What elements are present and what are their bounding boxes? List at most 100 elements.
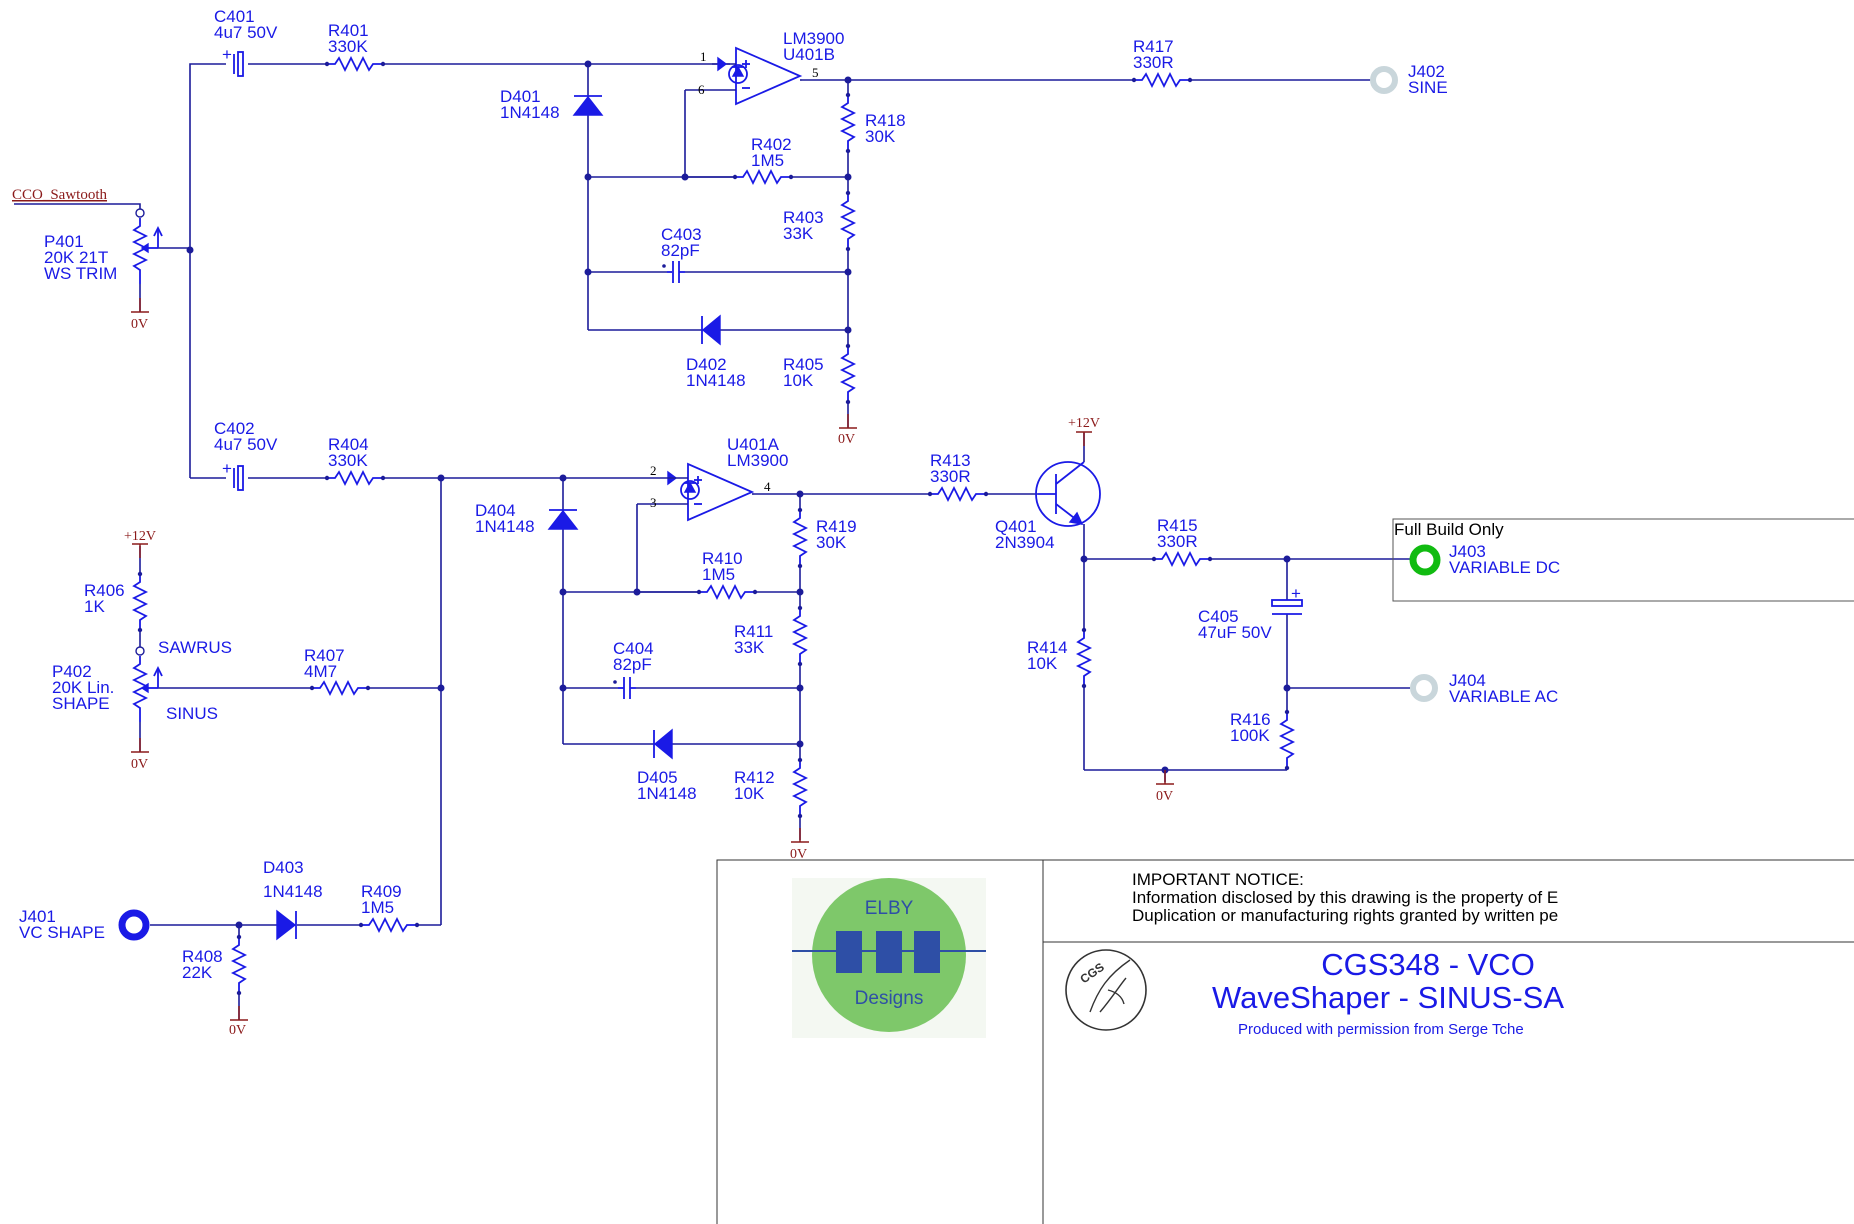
r415-value: 330R <box>1157 532 1198 551</box>
j403-ref: J403 <box>1449 542 1486 561</box>
notice-line2: Duplication or manufacturing rights gran… <box>1132 906 1558 925</box>
title-block <box>716 859 1854 1224</box>
resistor-r411 <box>793 604 807 668</box>
jack-j401[interactable] <box>118 909 150 941</box>
c402-value: 4u7 50V <box>214 435 278 454</box>
potentiometer-p401 <box>131 208 163 284</box>
label-sawrus: SAWRUS <box>158 638 232 657</box>
p401-value: 20K 21T <box>44 248 108 267</box>
r408-value: 22K <box>182 963 213 982</box>
d404-value: 1N4148 <box>475 517 535 536</box>
u401a-pin-plus: 2 <box>650 463 657 478</box>
r414-ref: R414 <box>1027 638 1068 657</box>
r405-ref: R405 <box>783 355 824 374</box>
ground-output <box>1155 769 1175 785</box>
resistor-r414 <box>1077 626 1091 690</box>
r402-ref: R402 <box>751 135 792 154</box>
gnd-label-r408: 0V <box>229 1023 246 1038</box>
vcc-r406 <box>131 543 149 559</box>
capacitor-c401: + <box>222 45 244 77</box>
svg-text:+: + <box>222 45 232 64</box>
elby-logo-bottom: Designs <box>855 988 924 1009</box>
svg-text:+: + <box>222 459 232 478</box>
r413-value: 330R <box>930 467 971 486</box>
jack-j404[interactable] <box>1410 674 1438 702</box>
j402-ref: J402 <box>1408 62 1445 81</box>
j404-ref: J404 <box>1449 671 1486 690</box>
ground-p401 <box>130 297 150 313</box>
ground-r412 <box>790 827 810 843</box>
cgs-logo <box>1065 949 1147 1031</box>
capacitor-c403 <box>662 261 685 283</box>
resistor-r413 <box>926 487 990 501</box>
u401a-value: LM3900 <box>727 451 788 470</box>
c402-ref: C402 <box>214 419 255 438</box>
r409-value: 1M5 <box>361 898 394 917</box>
r402-value: 1M5 <box>751 151 784 170</box>
u401b-pin-minus: 6 <box>698 82 705 97</box>
r410-value: 1M5 <box>702 565 735 584</box>
r403-value: 33K <box>783 224 814 243</box>
d405-value: 1N4148 <box>637 784 697 803</box>
r412-value: 10K <box>734 784 765 803</box>
r413-ref: R413 <box>930 451 971 470</box>
title-line1: CGS348 - VCO <box>1321 947 1535 982</box>
jack-j403[interactable] <box>1409 544 1441 576</box>
r406-value: 1K <box>84 597 105 616</box>
diode-d401 <box>572 95 604 116</box>
r405-value: 10K <box>783 371 814 390</box>
notice-title: IMPORTANT NOTICE: <box>1132 870 1304 889</box>
r415-ref: R415 <box>1157 516 1198 535</box>
full-build-label: Full Build Only <box>1394 520 1504 539</box>
d403-value: 1N4148 <box>263 882 323 901</box>
u401a-pin-minus: 3 <box>650 495 657 510</box>
p402-value: 20K Lin. <box>52 678 114 697</box>
d401-ref: D401 <box>500 87 541 106</box>
p401-ref: P401 <box>44 232 84 251</box>
gnd-label-output: 0V <box>1156 789 1173 804</box>
p402-ref: P402 <box>52 662 92 681</box>
jack-j402[interactable] <box>1370 66 1398 94</box>
r417-ref: R417 <box>1133 37 1174 56</box>
r407-ref: R407 <box>304 646 345 665</box>
net-cco-sawtooth: CCO_Sawtooth <box>12 187 108 203</box>
cgs-logo-text: CGS <box>1077 960 1106 986</box>
d404-ref: D404 <box>475 501 516 520</box>
capacitor-c402: + <box>222 459 244 491</box>
d402-ref: D402 <box>686 355 727 374</box>
label-sinus: SINUS <box>166 704 218 723</box>
d401-value: 1N4148 <box>500 103 560 122</box>
c405-value: 47uF 50V <box>1198 623 1272 642</box>
q401-ref: Q401 <box>995 517 1037 536</box>
top-wires <box>14 63 1410 1020</box>
c403-value: 82pF <box>661 241 700 260</box>
u401b-pin-out: 5 <box>812 65 819 80</box>
diode-d404 <box>547 509 579 530</box>
p402-extra: SHAPE <box>52 694 110 713</box>
capacitor-c405: + <box>1271 584 1303 615</box>
svg-text:+: + <box>1291 584 1301 603</box>
capacitor-c404 <box>613 677 636 699</box>
u401a-pin-out: 4 <box>764 479 771 494</box>
r401-value: 330K <box>328 37 368 56</box>
r414-value: 10K <box>1027 654 1058 673</box>
p401-extra: WS TRIM <box>44 264 117 283</box>
u401b-ref: LM3900 <box>783 29 844 48</box>
ground-r405 <box>838 413 858 429</box>
j401-ref: J401 <box>19 907 56 926</box>
r418-value: 30K <box>865 127 896 146</box>
r411-ref: R411 <box>734 622 773 641</box>
resistor-r404 <box>323 471 387 485</box>
elby-logo-top: ELBY <box>865 898 914 919</box>
resistor-r412 <box>793 756 807 820</box>
resistor-r409 <box>357 918 421 932</box>
resistor-r410 <box>695 585 759 599</box>
r403-ref: R403 <box>783 208 824 227</box>
resistor-r415 <box>1150 552 1214 566</box>
transistor-q401 <box>1035 461 1101 527</box>
j401-value: VC SHAPE <box>19 923 105 942</box>
r416-value: 100K <box>1230 726 1270 745</box>
r410-ref: R410 <box>702 549 743 568</box>
gnd-label-r405: 0V <box>838 432 855 447</box>
resistor-r416 <box>1280 708 1294 772</box>
